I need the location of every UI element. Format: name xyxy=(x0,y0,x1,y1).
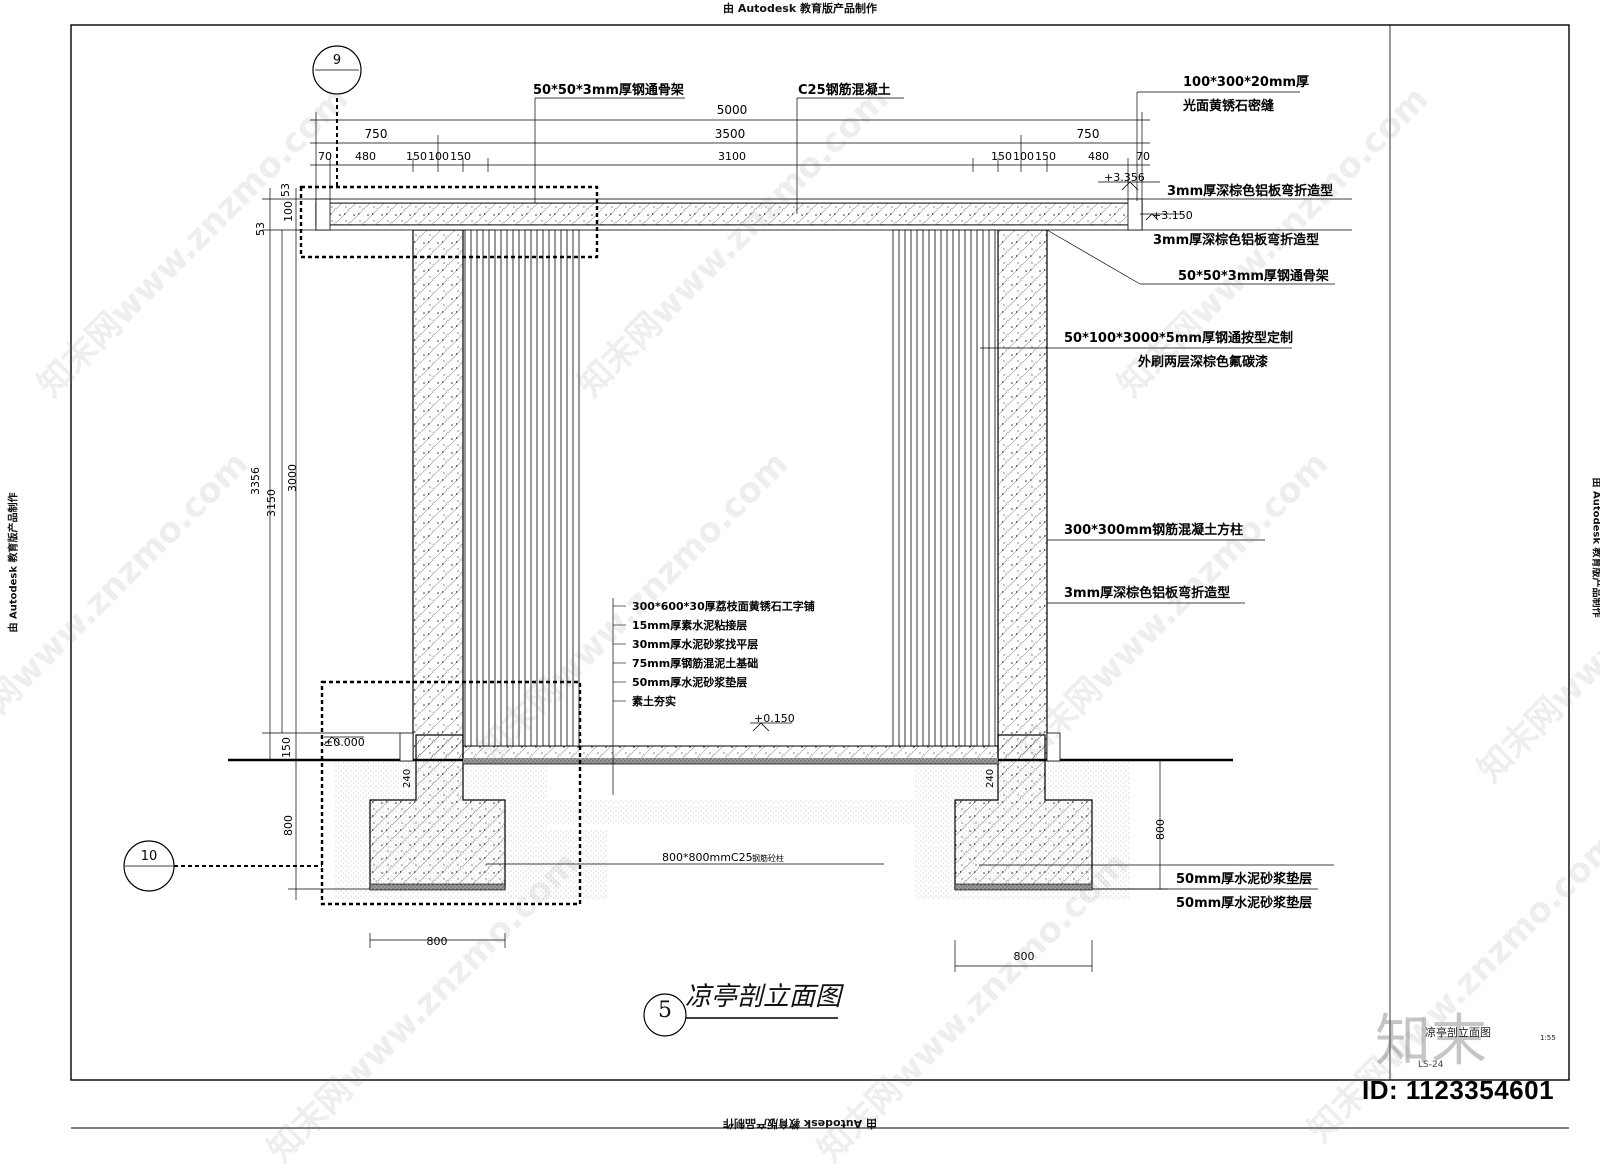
svg-text:150: 150 xyxy=(991,150,1012,163)
svg-text:50mm厚水泥砂浆垫层: 50mm厚水泥砂浆垫层 xyxy=(1176,871,1312,887)
svg-text:50mm厚水泥砂浆垫层: 50mm厚水泥砂浆垫层 xyxy=(1176,895,1312,911)
svg-text:外刷两层深棕色氟碳漆: 外刷两层深棕色氟碳漆 xyxy=(1137,354,1268,370)
left-footing-cushion xyxy=(369,883,506,891)
soil-middle xyxy=(460,800,960,825)
louver-right xyxy=(892,229,996,747)
drawing-number-circle xyxy=(643,993,687,1037)
autodesk-notice-top: 由 Autodesk 教育版产品制作 xyxy=(722,2,877,15)
left-dimension-lines xyxy=(262,188,1168,972)
svg-text:75mm厚钢筋混泥土基础: 75mm厚钢筋混泥土基础 xyxy=(632,656,758,670)
svg-text:3150: 3150 xyxy=(265,489,278,517)
svg-text:15mm厚素水泥粘接层: 15mm厚素水泥粘接层 xyxy=(632,618,747,632)
svg-text:150: 150 xyxy=(280,737,293,758)
svg-text:70: 70 xyxy=(318,150,332,163)
title-block-scale: 1:55 xyxy=(1540,1034,1556,1042)
title-block-title: 凉亭剖立面图 xyxy=(1425,1026,1491,1039)
detail-box-10 xyxy=(320,680,582,906)
svg-text:150: 150 xyxy=(450,150,471,163)
brand-logo: 知末 xyxy=(1375,1009,1487,1074)
section-ref-top: 9 xyxy=(333,53,341,68)
svg-text:钢筋砼柱: 钢筋砼柱 xyxy=(752,853,784,863)
autodesk-notice-left: 由 Autodesk 教育版产品制作 xyxy=(8,492,20,633)
svg-text:800*800mmC25: 800*800mmC25 xyxy=(662,851,753,864)
left-column xyxy=(412,229,464,761)
svg-text:150: 150 xyxy=(1035,150,1056,163)
floor-gravel xyxy=(463,758,998,764)
svg-text:100: 100 xyxy=(282,201,295,222)
right-footing-cushion xyxy=(954,883,1093,891)
sheet-border xyxy=(70,24,1570,1081)
svg-text:750: 750 xyxy=(1077,127,1100,141)
svg-text:150: 150 xyxy=(406,150,427,163)
svg-text:100: 100 xyxy=(1013,150,1034,163)
svg-text:50*50*3mm厚钢通骨架: 50*50*3mm厚钢通骨架 xyxy=(1178,268,1329,284)
top-dimension-lines xyxy=(310,112,1150,200)
svg-text:53: 53 xyxy=(254,222,267,236)
svg-text:C25钢筋混凝土: C25钢筋混凝土 xyxy=(798,82,891,98)
svg-text:50*100*3000*5mm厚钢通按型定制: 50*100*3000*5mm厚钢通按型定制 xyxy=(1064,330,1293,346)
svg-text:3356: 3356 xyxy=(249,467,262,495)
svg-text:800: 800 xyxy=(1154,819,1167,840)
svg-text:240: 240 xyxy=(402,769,413,788)
roof-cladding-top xyxy=(315,198,1143,204)
svg-text:3mm厚深棕色铝板弯折造型: 3mm厚深棕色铝板弯折造型 xyxy=(1064,585,1230,601)
svg-text:100*300*20mm厚: 100*300*20mm厚 xyxy=(1183,74,1309,90)
svg-text:480: 480 xyxy=(355,150,376,163)
svg-text:±0.000: ±0.000 xyxy=(324,736,365,749)
svg-text:3mm厚深棕色铝板弯折造型: 3mm厚深棕色铝板弯折造型 xyxy=(1167,183,1333,199)
section-ref-bottom: 10 xyxy=(141,849,158,864)
leader-lines xyxy=(486,91,1352,890)
svg-text:800: 800 xyxy=(1014,950,1035,963)
svg-text:300*600*30厚荔枝面黄锈石工字铺: 300*600*30厚荔枝面黄锈石工字铺 xyxy=(632,599,815,613)
image-id-label: ID: 1123354601 xyxy=(1362,1075,1555,1105)
svg-text:+3.356: +3.356 xyxy=(1104,171,1145,184)
title-block-sheet: LS-24 xyxy=(1418,1060,1444,1070)
svg-text:+3.150: +3.150 xyxy=(1152,209,1193,222)
svg-text:750: 750 xyxy=(365,127,388,141)
roof-cladding-bottom xyxy=(315,224,1143,231)
svg-text:800: 800 xyxy=(282,815,295,836)
svg-text:光面黄锈石密缝: 光面黄锈石密缝 xyxy=(1182,98,1274,114)
svg-text:素土夯实: 素土夯实 xyxy=(632,694,676,708)
right-column xyxy=(997,229,1048,761)
roof-slab xyxy=(315,202,1143,226)
autodesk-notice-right: 由 Autodesk 教育版产品制作 xyxy=(1590,477,1600,618)
svg-text:+0.150: +0.150 xyxy=(754,712,795,725)
svg-text:50*50*3mm厚钢通骨架: 50*50*3mm厚钢通骨架 xyxy=(533,82,684,98)
detail-box-9 xyxy=(299,185,599,259)
svg-text:480: 480 xyxy=(1088,150,1109,163)
svg-text:3500: 3500 xyxy=(715,127,746,141)
svg-text:3100: 3100 xyxy=(718,150,746,163)
drawing-title: 凉亭剖立面图 xyxy=(685,982,842,1012)
svg-text:50mm厚水泥砂浆垫层: 50mm厚水泥砂浆垫层 xyxy=(632,675,747,689)
svg-text:30mm厚水泥砂浆找平层: 30mm厚水泥砂浆找平层 xyxy=(632,637,758,651)
svg-text:70: 70 xyxy=(1136,150,1150,163)
svg-text:3mm厚深棕色铝板弯折造型: 3mm厚深棕色铝板弯折造型 xyxy=(1153,232,1319,248)
svg-text:300*300mm钢筋混凝土方柱: 300*300mm钢筋混凝土方柱 xyxy=(1064,522,1243,538)
level-markers xyxy=(323,181,1182,746)
floor-layer-list: 300*600*30厚荔枝面黄锈石工字铺 15mm厚素水泥粘接层 30mm厚水泥… xyxy=(632,599,815,708)
svg-text:800: 800 xyxy=(427,935,448,948)
svg-text:240: 240 xyxy=(985,769,996,788)
drawing-number: 5 xyxy=(658,998,672,1023)
autodesk-notice-bottom: 由 Autodesk 教育版产品制作 xyxy=(723,1117,878,1130)
section-elevation-drawing: 5000 750 3500 750 70 480 150 100 150 310… xyxy=(70,24,1570,1129)
svg-text:53: 53 xyxy=(279,183,292,197)
floor-paving xyxy=(462,745,999,761)
svg-text:100: 100 xyxy=(428,150,449,163)
dim-overall: 5000 xyxy=(717,103,748,117)
louver-left xyxy=(464,229,580,747)
svg-text:3000: 3000 xyxy=(286,464,299,492)
